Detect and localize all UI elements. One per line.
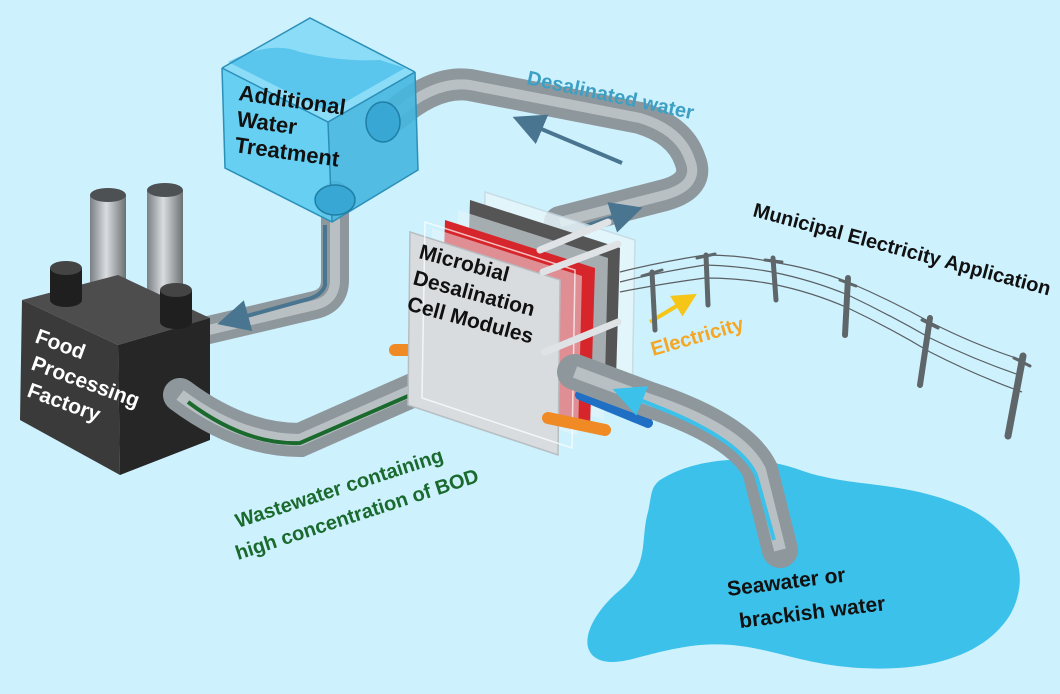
return-arrow: [217, 225, 327, 332]
mdc-rods: [536, 218, 622, 356]
desalinated-pipe: [379, 68, 709, 238]
return-pipe: [186, 181, 349, 346]
factory-vent-left: [50, 261, 82, 307]
electricity-label: Electricity: [648, 313, 747, 361]
tank-outlet-port: [314, 184, 356, 216]
food-processing-factory: [20, 261, 210, 475]
seawater-pool: [587, 459, 1020, 669]
desalinated-arrow-up: [584, 202, 643, 233]
wastewater-pipe: [163, 348, 487, 458]
utility-poles: [640, 252, 1032, 440]
seawater-arrow: [612, 386, 776, 541]
seawater-pipe: [557, 354, 798, 568]
municipal-electricity-label: Municipal Electricity Application: [751, 200, 1053, 301]
water-treatment-tank: [221, 17, 419, 223]
power-lines: [619, 254, 1023, 393]
tank-inlet-port: [365, 101, 401, 143]
wastewater-arrow: [186, 374, 453, 446]
factory-vent-right: [160, 283, 192, 329]
wastewater-label: Wastewater containing high concentration…: [233, 445, 482, 565]
desalinated-arrow-left: [512, 114, 623, 165]
